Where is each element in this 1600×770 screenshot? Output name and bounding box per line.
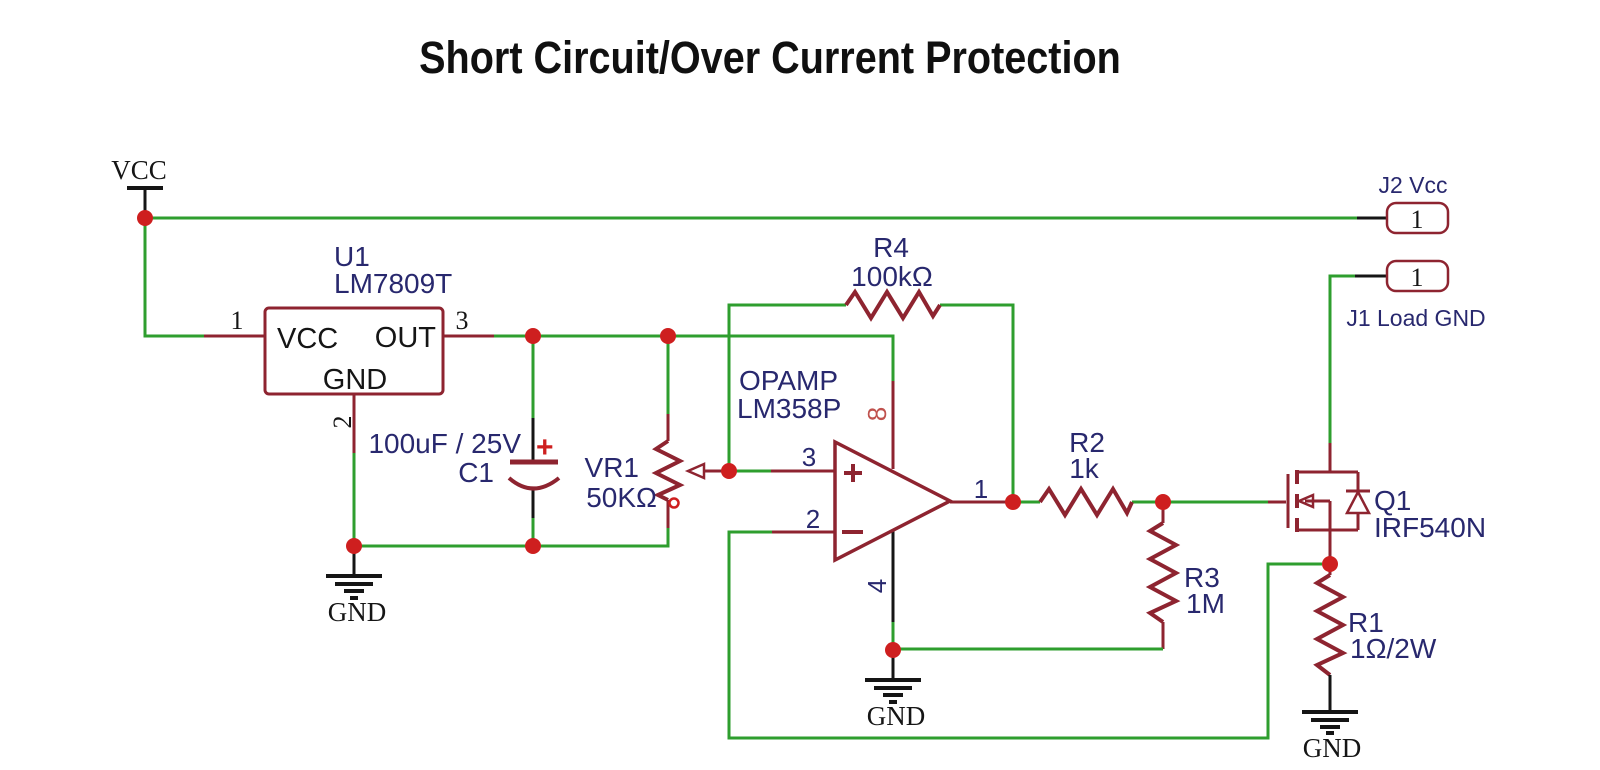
gnd-symbol-right: GND <box>1302 675 1361 763</box>
r4-resistor: R4 100kΩ <box>844 232 942 322</box>
junction-out-c1 <box>525 328 541 344</box>
r3-value: 1M <box>1186 588 1225 619</box>
opamp-name: OPAMP <box>739 365 838 396</box>
r2-resistor: R2 1k <box>1038 427 1134 519</box>
vr1-value: 50KΩ <box>586 482 657 513</box>
j2-pin-box <box>1385 201 1450 235</box>
vr1-zigzag <box>651 439 685 502</box>
junction-r2-r3 <box>1155 494 1171 510</box>
u1-body <box>263 306 445 396</box>
u1-regulator: U1 LM7809T VCC OUT GND 1 3 2 <box>231 241 469 429</box>
u1-pin2-number: 2 <box>328 416 357 429</box>
r3-zigzag <box>1145 521 1181 624</box>
junction-gnd-mid <box>885 642 901 658</box>
wires <box>143 216 1387 740</box>
opamp-pin2-number: 2 <box>806 504 820 534</box>
j2-pin-number: 1 <box>1411 205 1424 234</box>
wire-vcc-to-u1 <box>143 218 204 338</box>
vcc-symbol: VCC <box>111 155 167 212</box>
vr1-trimpot: VR1 50KΩ <box>585 439 729 513</box>
opamp-pin4-number: 4 <box>862 579 892 593</box>
opamp-pin1-number: 1 <box>974 474 988 504</box>
title-group: Short Circuit/Over Current Protection <box>419 33 1121 83</box>
r1-ref: R1 <box>1348 607 1384 638</box>
junction-c1-gnd <box>525 538 541 554</box>
opamp-pin8-number: 8 <box>862 407 892 421</box>
c1-value: 100uF / 25V <box>368 428 521 459</box>
r2-ref: R2 <box>1069 427 1105 458</box>
r1-zigzag <box>1312 573 1348 677</box>
junction-out-vr1 <box>660 328 676 344</box>
wire-j1-drain <box>1328 274 1355 443</box>
wire-r4-right <box>940 303 1015 502</box>
u1-pin-gnd-label: GND <box>323 364 387 396</box>
vr1-wiper-terminal <box>668 497 680 509</box>
u1-pin1-number: 1 <box>231 306 244 335</box>
r3-resistor: R3 1M <box>1145 521 1225 624</box>
junction-gnd-left <box>346 538 362 554</box>
junction-wiper <box>721 463 737 479</box>
junction-dots <box>137 210 1338 658</box>
u1-part: LM7809T <box>334 268 452 299</box>
opamp-triangle <box>833 439 954 563</box>
u1-pin-vcc-label: VCC <box>277 323 338 355</box>
r3-ref: R3 <box>1184 562 1220 593</box>
j2-label: J2 Vcc <box>1378 172 1447 198</box>
wire-feedback <box>727 530 1322 740</box>
c1-plate-bottom <box>507 476 561 491</box>
vcc-net-label: VCC <box>111 155 167 185</box>
wire-r4-left <box>727 303 846 471</box>
r2-zigzag <box>1038 485 1134 519</box>
junction-source-r1 <box>1322 556 1338 572</box>
j1-pin-number: 1 <box>1411 263 1424 292</box>
j2-connector: J2 Vcc 1 <box>1378 172 1450 235</box>
q1-part: IRF540N <box>1374 512 1486 543</box>
j1-connector: 1 J1 Load GND <box>1346 259 1486 331</box>
q1-diode-triangle <box>1344 489 1372 515</box>
junction-vcc <box>137 210 153 226</box>
wire-gnd-bus <box>354 528 670 548</box>
u1-ref: U1 <box>334 241 370 272</box>
c1-capacitor: + 100uF / 25V C1 <box>368 428 561 491</box>
wire-9v-rail <box>494 334 895 381</box>
r1-resistor: R1 1Ω/2W <box>1312 573 1437 677</box>
gnd-left-label: GND <box>328 597 387 627</box>
vr1-wiper-arrow <box>684 462 706 480</box>
c1-ref: C1 <box>458 457 494 488</box>
q1-mosfet: Q1 IRF540N <box>1286 470 1486 543</box>
r1-value: 1Ω/2W <box>1350 633 1437 664</box>
opamp-lm358: OPAMP LM358P 3 2 1 8 4 <box>737 365 988 593</box>
j1-pin-box <box>1385 259 1450 293</box>
vr1-ref: VR1 <box>585 452 639 483</box>
opamp-part: LM358P <box>737 393 841 424</box>
opamp-input-marks <box>842 464 863 534</box>
gnd-mid-label: GND <box>867 701 926 731</box>
c1-polarity-plus: + <box>536 431 554 464</box>
q1-ref: Q1 <box>1374 485 1411 516</box>
gnd-symbol-mid: GND <box>865 655 925 731</box>
gnd-right-label: GND <box>1303 733 1362 763</box>
r4-ref: R4 <box>873 232 909 263</box>
j1-label: J1 Load GND <box>1346 305 1485 331</box>
r4-zigzag <box>844 288 942 322</box>
junction-opamp-out <box>1005 494 1021 510</box>
u1-pin3-number: 3 <box>456 306 469 335</box>
q1-body-arrow <box>1295 493 1315 509</box>
r2-value: 1k <box>1069 453 1100 484</box>
gnd-symbol-left: GND <box>326 550 386 627</box>
u1-pin-out-label: OUT <box>375 322 437 354</box>
opamp-pin3-number: 3 <box>802 442 816 472</box>
r4-value: 100kΩ <box>851 261 933 292</box>
page-title: Short Circuit/Over Current Protection <box>419 33 1121 83</box>
